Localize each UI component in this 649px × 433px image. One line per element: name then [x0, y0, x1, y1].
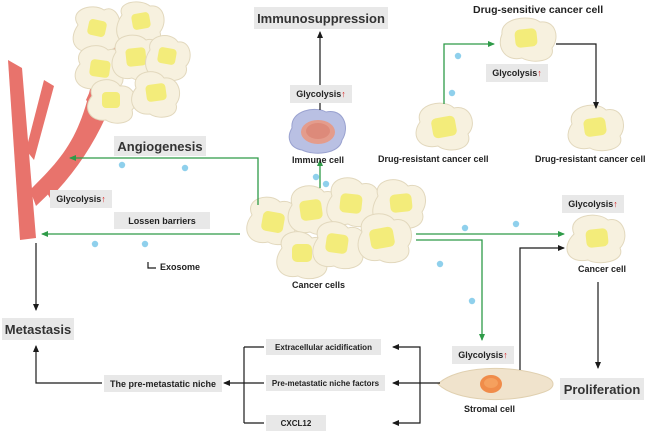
glycolysis-badge-immune: Glycolysis↑ [290, 85, 352, 103]
green-arrows [41, 41, 565, 341]
drug-sensitive-cell [499, 17, 557, 62]
immunosuppression-label: Immunosuppression [254, 7, 388, 29]
glycolysis-badge-vessel: Glycolysis↑ [50, 190, 112, 208]
drug-resistant-cell-left [415, 102, 473, 151]
cxcl12-label: CXCL12 [266, 415, 326, 431]
drug-sensitive-cell-label: Drug-sensitive cancer cell [473, 4, 604, 16]
immune-cell [288, 108, 346, 154]
cell-cluster-top-left [72, 1, 191, 124]
cancer-cell-label: Cancer cell [578, 264, 627, 274]
drug-resistant-cell-label-right: Drug-resistant cancer cell [535, 154, 646, 164]
immune-cell-label: Immune cell [292, 155, 345, 165]
pre-metastatic-niche-label: The pre-metastatic niche [104, 375, 222, 392]
exosome-dots [91, 52, 520, 305]
extracellular-acidification-label: Extracellular acidification [266, 339, 381, 355]
stromal-cell-label: Stromal cell [464, 404, 516, 414]
glycolysis-badge-drug: Glycolysis↑ [486, 64, 548, 82]
stromal-cell [437, 368, 554, 400]
metastasis-label: Metastasis [2, 318, 74, 340]
angiogenesis-label: Angiogenesis [114, 136, 206, 156]
proliferation-label: Proliferation [560, 378, 644, 400]
drug-resistant-cell-label-left: Drug-resistant cancer cell [378, 154, 489, 164]
pre-metastatic-niche-factors-label: Pre-metastatic niche factors [266, 375, 385, 391]
black-arrows [33, 31, 601, 426]
exosome-label: Exosome [160, 262, 201, 272]
lossen-barriers-label: Lossen barriers [114, 212, 210, 229]
cancer-cells-label: Cancer cells [292, 280, 346, 290]
glycolysis-badge-cancer-cell: Glycolysis↑ [562, 195, 624, 213]
cancer-cell-right [566, 214, 626, 264]
glycolysis-badge-stromal: Glycolysis↑ [452, 346, 514, 364]
drug-resistant-cell-right [567, 104, 624, 152]
cancer-cells-cluster [246, 177, 426, 280]
